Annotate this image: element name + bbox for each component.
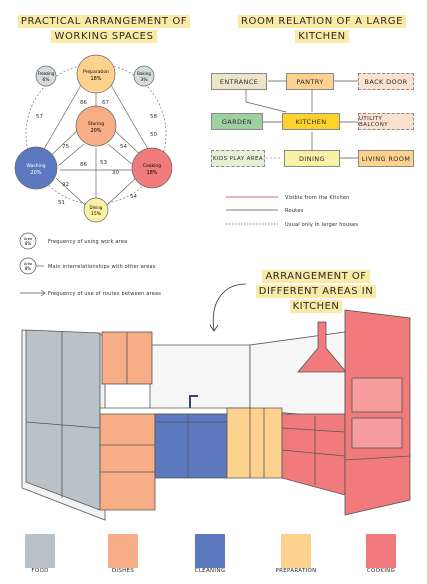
room-relation-lines [226, 80, 358, 225]
edge-number: 57 [36, 114, 43, 120]
legend-visible: Visible from the Kitchen [285, 195, 350, 201]
kitchen-title-line1: Arrangement of [262, 270, 370, 283]
svg-text:Washing: Washing [26, 163, 45, 169]
room-kitchen: Kitchen [282, 113, 340, 130]
room-entrance: Entrance [211, 73, 267, 90]
legend-usual: Usual only in larger houses [285, 222, 359, 228]
right-title-line2: kitchen [295, 30, 349, 43]
zone-label-cooking: Cooking [366, 568, 396, 574]
room-garden: Garden [211, 113, 263, 130]
svg-text:20%: 20% [30, 170, 41, 176]
swatch-cleaning [195, 534, 225, 568]
left-title-line2: working spaces [51, 30, 157, 43]
node-storing: Storing 20% [75, 105, 117, 147]
swatch-preparation [281, 534, 311, 568]
kitchen-illustration [21, 309, 411, 521]
dishes-lower-cabinet [99, 411, 156, 511]
cooking-lower-cabinet [281, 413, 346, 496]
kitchen-title: Arrangement of different areas in kitche… [246, 269, 386, 314]
edge-number: 58 [150, 114, 157, 120]
svg-text:Dining: Dining [90, 205, 103, 210]
svg-text:Baking: Baking [137, 71, 151, 76]
zone-label-food: Food [31, 568, 49, 574]
svg-text:20%: 20% [90, 128, 101, 134]
left-title: Practical arrangement of working spaces [6, 14, 202, 44]
svg-text:Area: Area [24, 262, 32, 266]
node-washing: Washing 20% [14, 146, 58, 190]
edge-number: 53 [100, 160, 107, 166]
room-utility-balcony: Utility Balcony [358, 113, 414, 130]
workspace-graph: 57 86 67 58 50 75 54 86 53 30 92 51 54 P… [14, 54, 173, 223]
legend-area-circle [19, 232, 37, 250]
svg-text:18%: 18% [146, 170, 157, 176]
svg-text:3%: 3% [140, 77, 148, 83]
room-back-door: Back door [358, 73, 414, 90]
edge-number: 50 [150, 132, 157, 138]
edge-number: 30 [112, 170, 119, 176]
pantry-column [25, 329, 101, 511]
zone-label-preparation: Preparation [275, 568, 317, 574]
room-kids-play-area: Kids play area [211, 150, 265, 167]
oven-column [344, 309, 411, 516]
edge-number: 86 [80, 162, 87, 168]
svg-text:Cooking: Cooking [143, 163, 161, 169]
edge-number: 75 [62, 144, 69, 150]
edge-number: 54 [120, 144, 127, 150]
legend-freq-routes: Frequency of use of routes between areas [48, 291, 162, 297]
svg-text:8%: 8% [25, 266, 32, 271]
right-title: Room relation of a large kitchen [222, 14, 422, 44]
zone-label-dishes: Dishes [111, 568, 135, 574]
left-title-line1: Practical arrangement of [17, 15, 191, 28]
svg-text:Preparation: Preparation [83, 69, 109, 75]
right-title-line1: Room relation of a large [237, 15, 407, 28]
cleaning-sink-cabinet [154, 413, 228, 479]
edge-number: 92 [62, 182, 69, 188]
svg-text:Area: Area [24, 237, 32, 241]
right-wall [249, 331, 346, 419]
svg-text:6%: 6% [42, 77, 50, 83]
zone-label-cleaning: Cleaning [194, 568, 226, 574]
legend-routes: Routes [285, 208, 304, 214]
edge-number: 67 [102, 100, 109, 106]
preparation-cabinet [226, 407, 283, 479]
swatch-cooking [366, 534, 396, 568]
node-freezing: Freezing 6% [35, 65, 57, 87]
node-cooking: Cooking 18% [131, 147, 173, 189]
swatch-dishes [108, 534, 138, 568]
legend-freq-area: Frequency of using work area [48, 239, 128, 245]
svg-text:18%: 18% [90, 76, 101, 82]
pointer-arrow [209, 283, 247, 332]
node-preparation: Preparation 18% [76, 54, 116, 94]
back-wall [149, 344, 251, 411]
room-dining: Dining [284, 150, 340, 167]
svg-text:Storing: Storing [88, 121, 104, 127]
graph-legend-symbols: Area 8% Area 8% [19, 232, 46, 297]
edge-number: 54 [130, 194, 137, 200]
kitchen-title-line3: kitchen [289, 300, 343, 313]
legend-interrelationships: Main interrelationships with other areas [48, 264, 156, 270]
node-baking: Baking 3% [133, 65, 155, 87]
svg-text:8%: 8% [25, 241, 32, 246]
room-pantry: Pantry [286, 73, 334, 90]
svg-text:Freezing: Freezing [38, 71, 55, 76]
room-living-room: Living room [358, 150, 414, 167]
graph-edges [39, 79, 153, 207]
svg-text:15%: 15% [91, 211, 102, 217]
swatch-food [25, 534, 55, 568]
kitchen-title-line2: different areas in [255, 285, 377, 298]
node-dining: Dining 15% [83, 197, 109, 223]
edge-number: 51 [58, 200, 65, 206]
edge-number: 86 [80, 100, 87, 106]
